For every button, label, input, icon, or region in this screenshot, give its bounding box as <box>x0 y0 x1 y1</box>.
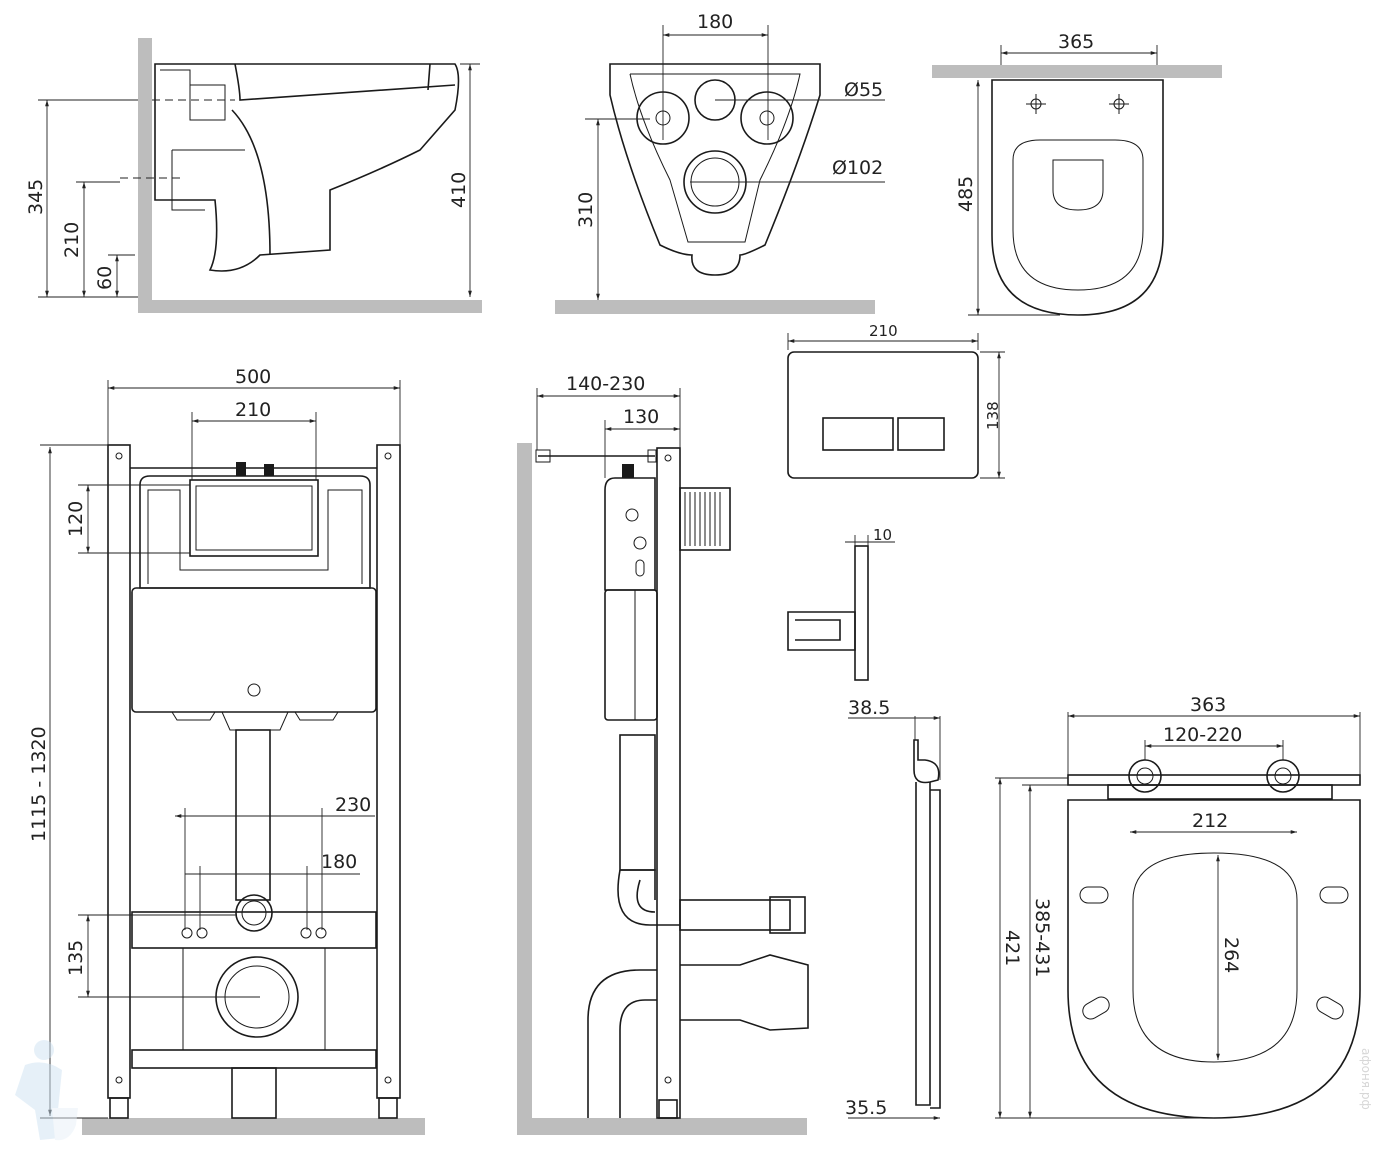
flush-plate <box>787 351 979 479</box>
floor <box>555 300 875 314</box>
frame-post <box>656 447 681 1119</box>
dim-35-5: 35.5 <box>845 1097 887 1119</box>
seat-side-view: 38.5 35.5 <box>845 697 941 1120</box>
watermark-logo <box>15 1040 78 1141</box>
seat-top-view: 363 120-220 212 264 421 385-431 <box>995 694 1361 1119</box>
cistern <box>131 587 377 713</box>
flush-pipe <box>235 729 271 901</box>
toilet-top-view: 365 485 <box>932 31 1222 316</box>
dim-210: 210 <box>235 399 271 421</box>
dim-210: 210 <box>61 222 83 258</box>
floor <box>82 1118 425 1135</box>
wall <box>517 443 532 1135</box>
flush-plate-side: 10 <box>787 526 895 681</box>
bowl-back-outline <box>609 63 821 276</box>
dim-485: 485 <box>955 176 977 212</box>
dim-180: 180 <box>697 11 733 33</box>
floor <box>517 1118 807 1135</box>
dim-60: 60 <box>94 266 116 290</box>
dim-264: 264 <box>1220 937 1242 973</box>
dim-120: 120 <box>65 501 87 537</box>
watermark-text: афоня.рф <box>1359 1048 1373 1110</box>
dim-hinge-range: 120-220 <box>1163 724 1242 746</box>
dim-421: 421 <box>1001 930 1023 966</box>
dim-135: 135 <box>65 940 87 976</box>
hinge-bar <box>1067 774 1361 786</box>
cistern-side <box>604 589 658 721</box>
installation-frame-front-view: 500 210 120 1115 - 1320 230 180 135 <box>28 366 425 1135</box>
dim-310: 310 <box>575 192 597 228</box>
dim-length-range: 385-431 <box>1031 898 1053 977</box>
dim-230: 230 <box>335 794 371 816</box>
dim-410: 410 <box>448 172 470 208</box>
wall <box>932 65 1222 78</box>
dim-130: 130 <box>623 406 659 428</box>
flush-button-small <box>897 417 945 451</box>
toilet-bowl-outline <box>154 63 460 272</box>
wall <box>138 38 152 313</box>
dim-138: 138 <box>984 401 1002 430</box>
floor <box>138 300 482 313</box>
dim-diameter-55: Ø55 <box>844 79 883 101</box>
bowl-top-outline <box>991 79 1164 316</box>
toilet-back-view: 180 Ø55 Ø102 310 <box>555 11 885 314</box>
dim-365: 365 <box>1058 31 1094 53</box>
dim-10: 10 <box>873 526 892 544</box>
dim-345: 345 <box>25 179 47 215</box>
dim-height-range: 1115 - 1320 <box>28 726 50 842</box>
dim-38-5: 38.5 <box>848 697 890 719</box>
dim-500: 500 <box>235 366 271 388</box>
seat-outline <box>1067 799 1361 1119</box>
dim-180: 180 <box>321 851 357 873</box>
dim-212: 212 <box>1192 810 1228 832</box>
seat-opening <box>1132 852 1298 1063</box>
dim-363: 363 <box>1190 694 1226 716</box>
dim-depth-range: 140-230 <box>566 373 645 395</box>
dim-diameter-102: Ø102 <box>832 157 883 179</box>
flush-button-large <box>822 417 894 451</box>
dim-210: 210 <box>869 322 898 340</box>
installation-frame-side-view: 140-230 130 <box>517 373 809 1135</box>
toilet-side-view: 345 210 60 410 <box>25 38 482 313</box>
flush-plate-front: 210 138 <box>787 322 1005 479</box>
